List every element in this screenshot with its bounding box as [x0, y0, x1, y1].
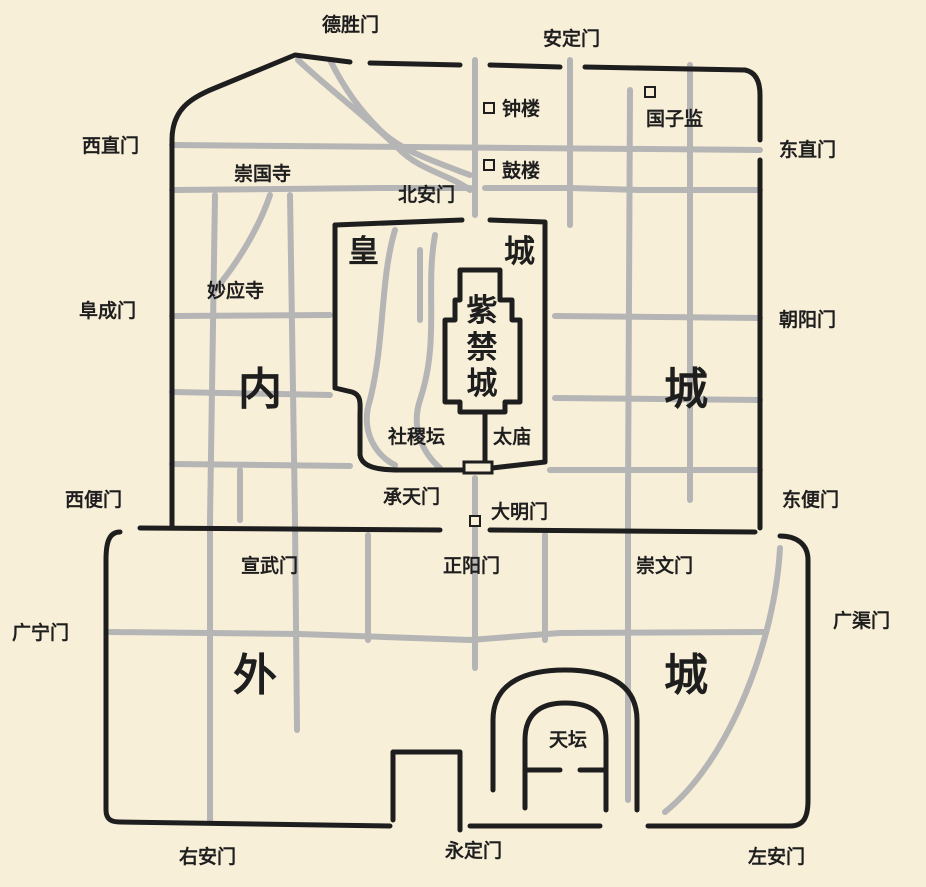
forbidden-city-char-3: 城	[466, 366, 498, 402]
gulou-marker	[483, 159, 495, 171]
zhonglou-marker	[483, 102, 495, 114]
gate-dongbian: 东便门	[782, 489, 840, 511]
place-miaoyingsi: 妙应寺	[207, 280, 265, 302]
gate-xibian: 西便门	[65, 489, 123, 511]
inner-city-char-2: 城	[664, 364, 708, 415]
place-tiantan: 天坛	[549, 729, 588, 751]
place-taimiao: 太庙	[493, 426, 532, 448]
gate-guangning: 广宁门	[12, 622, 70, 644]
gate-yongding: 永定门	[445, 840, 503, 862]
gate-desheng: 德胜门	[322, 14, 380, 36]
markers	[462, 86, 656, 527]
place-gulou: 鼓楼	[502, 160, 541, 182]
imperial-city-char-2: 城	[504, 234, 535, 270]
place-guozijian: 国子监	[646, 108, 704, 130]
place-chongguosi: 崇国寺	[234, 163, 292, 185]
gate-chongwen: 崇文门	[636, 555, 694, 577]
gate-xuanwu: 宣武门	[241, 555, 299, 577]
gate-guangqu: 广渠门	[833, 610, 891, 632]
gate-daming: 大明门	[491, 501, 549, 523]
city-walls	[103, 52, 811, 833]
outer-city-char-1: 外	[233, 650, 277, 701]
place-shejitan: 社稷坛	[388, 426, 446, 448]
forbidden-city-char-1: 紫	[466, 293, 498, 329]
gate-zuoan: 左安门	[748, 846, 806, 868]
gate-dongzhi: 东直门	[779, 139, 837, 161]
guozijian-marker	[644, 86, 656, 98]
gate-anding: 安定门	[543, 28, 601, 50]
gate-chengtian: 承天门	[383, 486, 441, 508]
gate-fucheng: 阜成门	[79, 300, 137, 322]
inner-city-char-1: 内	[238, 364, 282, 415]
outer-city-char-2: 城	[664, 650, 708, 701]
place-zhonglou: 钟楼	[502, 98, 541, 120]
streets	[107, 57, 783, 823]
daming-gate-marker	[469, 515, 481, 527]
imperial-city-char-1: 皇	[348, 234, 379, 270]
gate-youan: 右安门	[179, 846, 237, 868]
gate-zhengyang: 正阳门	[443, 555, 501, 577]
gate-chaoyang: 朝阳门	[779, 309, 837, 331]
chengtian-gate-marker	[462, 460, 494, 475]
forbidden-city-char-2: 禁	[466, 330, 498, 366]
gate-beian: 北安门	[398, 184, 456, 206]
gate-xizhi: 西直门	[82, 135, 140, 157]
